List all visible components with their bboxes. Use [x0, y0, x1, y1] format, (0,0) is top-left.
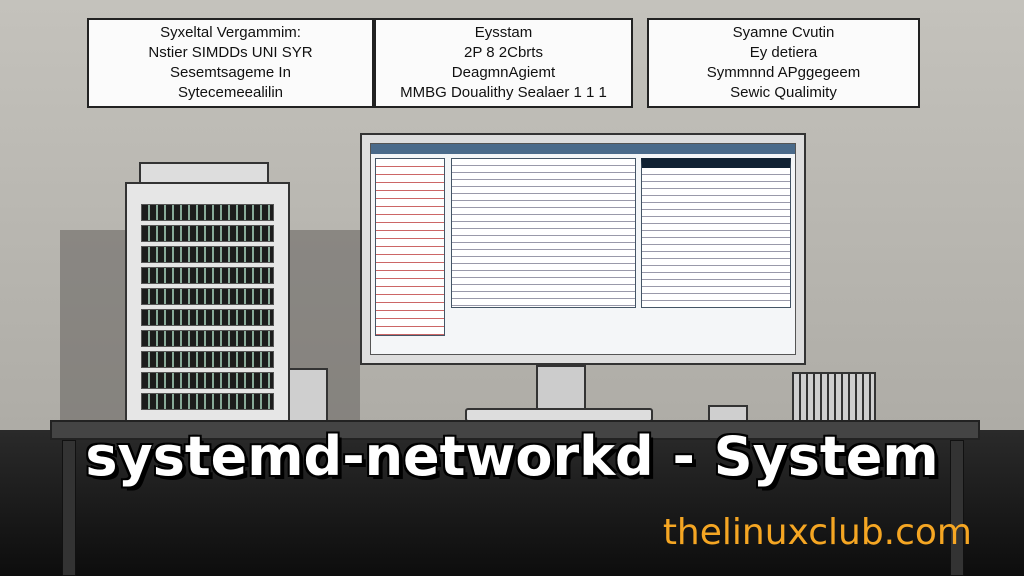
sign-line: MMBG Doualithy Sealaer 1 1 1	[400, 84, 607, 101]
desk	[50, 420, 980, 440]
server-rack	[125, 162, 290, 422]
rack-bay	[141, 246, 274, 263]
rack-bay	[141, 372, 274, 389]
sign-line: Nstier SIMDDs UNI SYR	[148, 44, 313, 61]
sign-line: DeagmnAgiemt	[451, 64, 556, 81]
content-pane	[451, 158, 636, 308]
sidebar-pane	[375, 158, 445, 336]
rack-bay	[141, 351, 274, 368]
floor	[0, 430, 1024, 576]
monitor	[360, 133, 806, 365]
wall-sign-1: Syxeltal Vergammim: Nstier SIMDDs UNI SY…	[87, 18, 374, 108]
sign-line: Sewic Qualimity	[730, 84, 837, 101]
small-computer	[288, 368, 328, 424]
wall-sign-3: Syamne Cvutin Ey detiera Symmnnd APggege…	[647, 18, 920, 108]
sign-line: Sytecemeealilin	[177, 84, 284, 101]
rack-bay	[141, 330, 274, 347]
window-titlebar	[371, 144, 795, 154]
sign-line: Sesemtsageme In	[170, 64, 291, 81]
sign-line: Symmnnd APggegeem	[706, 64, 861, 81]
rack-bay	[141, 267, 274, 284]
rack-bay	[141, 225, 274, 242]
rack-bay	[141, 309, 274, 326]
article-title: systemd-networkd - System	[85, 425, 939, 488]
monitor-screen	[370, 143, 796, 355]
rack-bay	[141, 204, 274, 221]
sign-line: Syamne Cvutin	[732, 24, 835, 41]
sign-line: Eysstam	[474, 24, 533, 41]
sign-line: 2P 8 2Cbrts	[464, 44, 543, 61]
rack-bay	[141, 288, 274, 305]
rack-top-unit	[139, 162, 269, 184]
sign-line: Syxeltal Vergammim:	[160, 24, 301, 41]
list-pane	[641, 158, 791, 308]
monitor-stand	[536, 365, 586, 413]
sign-line: Ey detiera	[749, 44, 818, 61]
website-label: thelinuxclub.com	[662, 512, 972, 553]
wall-sign-2: Eysstam 2P 8 2Cbrts DeagmnAgiemt MMBG Do…	[374, 18, 633, 108]
rack-bay	[141, 393, 274, 410]
